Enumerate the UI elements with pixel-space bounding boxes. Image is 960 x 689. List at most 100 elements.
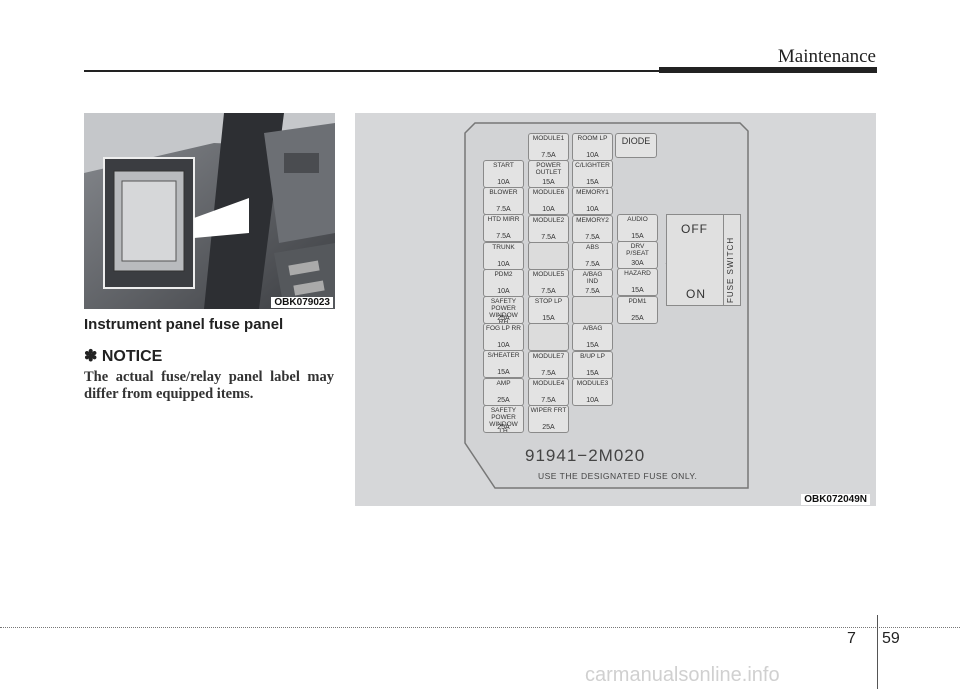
fuse-amperage: 15A: [631, 233, 644, 240]
fuse-slot: MODULE4 7.5A: [528, 377, 569, 406]
section-title: Instrument panel fuse panel: [84, 316, 284, 333]
fuse-name: HAZARD: [624, 270, 651, 278]
fuse-name: C/LIGHTER: [575, 162, 610, 170]
fuse-amperage: 25A: [497, 396, 510, 404]
fuse-slot: MODULE2 7.5A: [528, 214, 569, 243]
fuse-name: TRUNK: [492, 243, 515, 251]
fuse-slot: A/BAG IND 7.5A: [572, 269, 613, 297]
fuse-slot: BLOWER 7.5A: [483, 187, 524, 216]
fuse-amperage: 10A: [497, 179, 510, 186]
fuse-name: A/BAG: [582, 325, 603, 333]
fuse-amperage: 10A: [497, 342, 510, 350]
fuse-amperage: 25A: [542, 424, 555, 431]
footer-divider: [877, 615, 878, 689]
fuse-amperage: 7.5A: [496, 233, 511, 241]
fuse-slot: AMP 25A: [483, 377, 524, 406]
fuse-name: PDM1: [628, 297, 647, 305]
fuse-amperage: 15A: [586, 342, 599, 350]
part-number: 91941−2M020: [525, 446, 646, 465]
fuse-slot: START 10A: [483, 160, 524, 188]
page-number: 59: [882, 630, 900, 647]
fuse-name: HTD MIRR: [487, 216, 520, 224]
fuse-name: S/HEATER: [487, 352, 520, 360]
fuse-slot: FOG LP RR 10A: [483, 323, 524, 352]
fuse-slot: AUDIO 15A: [617, 214, 658, 242]
notice-title: NOTICE: [101, 348, 163, 365]
empty-fuse-slot: [528, 241, 569, 270]
fuse-name: MODULE7: [532, 352, 565, 360]
watermark: carmanualsonline.info: [585, 664, 780, 686]
fuse-name: MODULE4: [532, 379, 565, 387]
fuse-amperage: 7.5A: [541, 152, 556, 159]
fuse-slot: PDM1 25A: [617, 295, 658, 324]
fuse-slot: A/BAG 15A: [572, 323, 613, 352]
fuse-warning-note: USE THE DESIGNATED FUSE ONLY.: [538, 471, 698, 481]
fuse-amperage: 25A: [497, 315, 510, 322]
notice-asterisk-icon: ✽: [84, 348, 98, 365]
fuse-amperage: 15A: [631, 287, 644, 295]
fuse-name: AMP: [496, 379, 511, 387]
fuse-slot: MODULE3 10A: [572, 377, 613, 406]
notice-body: The actual fuse/relay panel label may di…: [84, 369, 334, 402]
fuse-name: B/UP LP: [580, 352, 605, 360]
fuse-name: SAFETY POWER WINDOW LH: [489, 406, 518, 433]
fuse-amperage: 30A: [631, 260, 644, 268]
fuse-amperage: 7.5A: [541, 396, 556, 404]
fuse-amperage: 7.5A: [585, 288, 600, 295]
fuse-amperage: 15A: [542, 179, 555, 187]
fuse-slot: TRUNK 10A: [483, 241, 524, 270]
dashboard-photo-illustration: [84, 113, 335, 309]
fuse-name: AUDIO: [627, 216, 648, 223]
fuse-amperage: 25A: [631, 314, 644, 322]
fuse-name: MEMORY1: [576, 189, 609, 197]
fuse-slot: HAZARD 15A: [617, 268, 658, 297]
header-rule-accent: [659, 67, 877, 73]
header-title: Maintenance: [777, 46, 876, 67]
fuse-amperage: 10A: [586, 396, 599, 404]
fuse-name: A/BAG IND: [582, 271, 603, 285]
fuse-amperage: 7.5A: [541, 288, 556, 295]
fuse-name: MODULE2: [532, 216, 565, 224]
fuse-amperage: 7.5A: [541, 369, 556, 377]
fuse-switch-off-label: OFF: [681, 222, 708, 236]
fuse-name: MODULE6: [532, 189, 565, 197]
fuse-slot: WIPER FRT 25A: [528, 405, 569, 433]
fuse-amperage: 10A: [497, 260, 510, 268]
fuse-amperage: 10A: [542, 206, 555, 214]
fuse-amperage: 7.5A: [496, 206, 511, 214]
fuse-slot: C/LIGHTER 15A: [572, 160, 613, 189]
fuse-name: DRV P/SEAT: [626, 243, 649, 258]
fuse-amperage: 10A: [586, 152, 599, 159]
fuse-name: MODULE1: [532, 135, 565, 142]
fuse-amperage: 7.5A: [541, 233, 556, 241]
fuse-name: PDM2: [494, 270, 513, 278]
empty-fuse-slot: [572, 296, 613, 325]
fuse-name: START: [493, 162, 514, 169]
fuse-slot: HTD MIRR 7.5A: [483, 214, 524, 243]
empty-fuse-slot: [528, 323, 569, 352]
fuse-slot: MODULE7 7.5A: [528, 350, 569, 379]
fuse-name: BLOWER: [489, 189, 518, 197]
fuse-amperage: 7.5A: [585, 233, 600, 241]
fuse-panel-location-photo: OBK079023: [84, 113, 335, 309]
diagram-caption: OBK072049N: [801, 494, 870, 505]
fuse-name: WIPER FRT: [530, 407, 567, 414]
fuse-name: FOG LP RR: [486, 325, 521, 333]
diode-slot: DIODE: [615, 133, 657, 158]
chapter-number: 7: [847, 630, 856, 647]
fuse-amperage: 15A: [586, 179, 599, 187]
fuse-amperage: 15A: [586, 369, 599, 377]
notice-heading: ✽ NOTICE: [84, 346, 162, 366]
fuse-name: MODULE3: [576, 379, 609, 387]
footer-rule: [0, 627, 960, 628]
fuse-switch-divider: [723, 215, 724, 305]
fuse-switch-label: FUSE SWITCH: [726, 236, 735, 303]
